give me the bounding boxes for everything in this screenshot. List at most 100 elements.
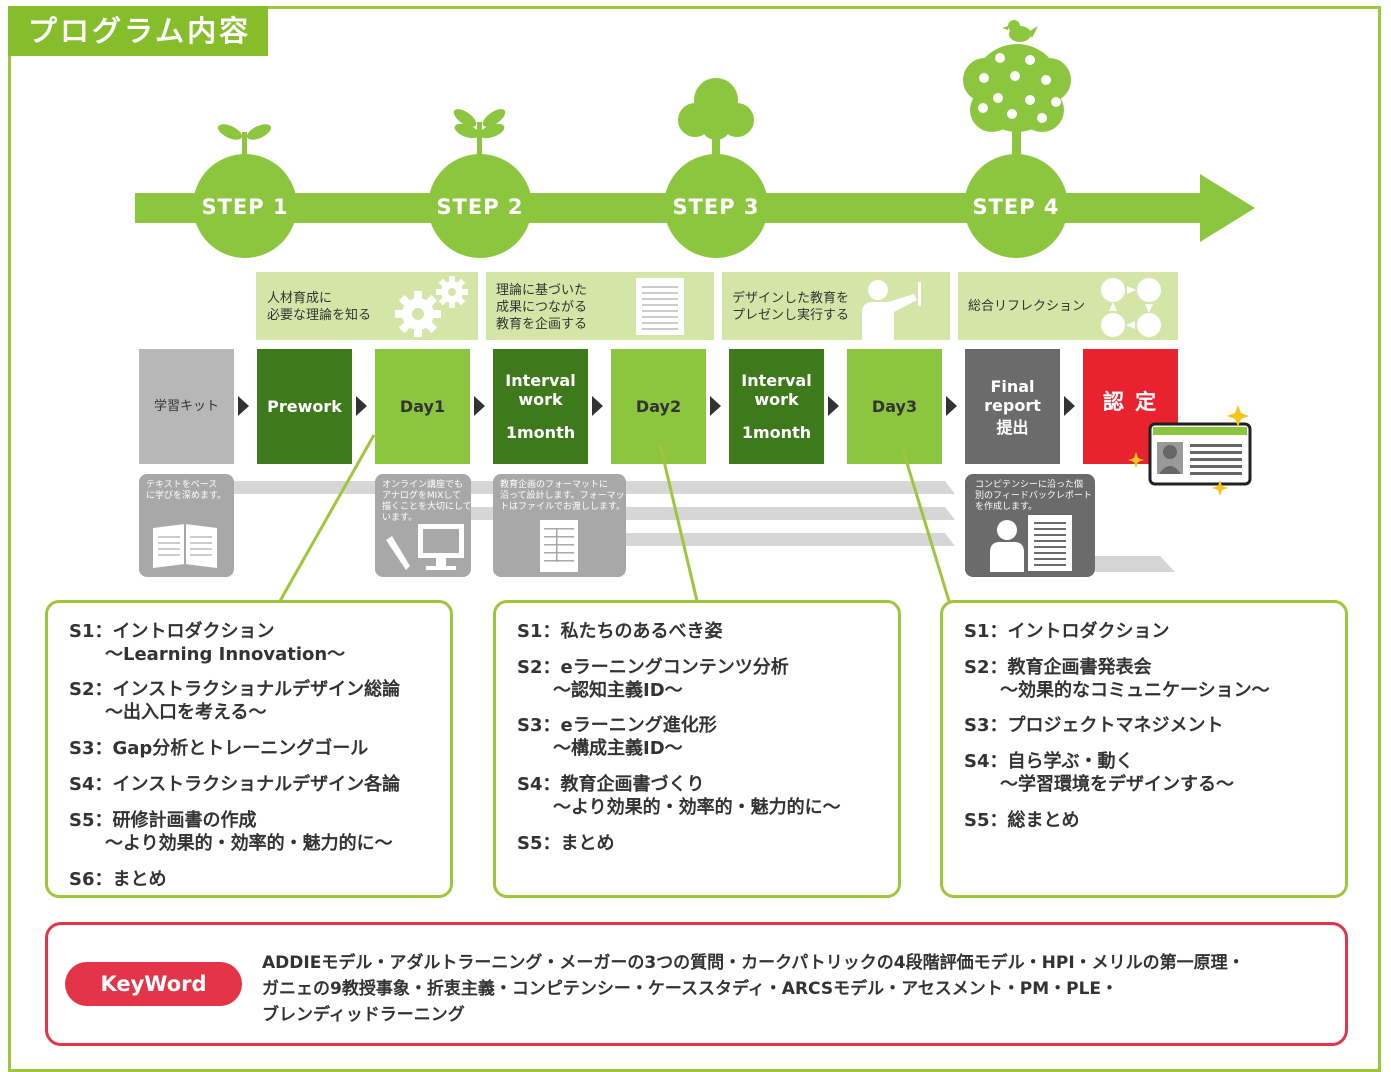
box-line: Day3 xyxy=(871,397,918,416)
certificate-icon xyxy=(1148,422,1252,486)
box-interval1 xyxy=(493,349,588,464)
box-interval2 xyxy=(729,349,824,464)
box-line: work xyxy=(754,390,799,409)
step4-label: STEP 4 xyxy=(972,195,1060,219)
tree-icon xyxy=(678,78,754,157)
box-day3-label: Day3 xyxy=(847,349,942,464)
note2-text: オンライン講座でも アナログをMIXして 描くことを大切にして います。 xyxy=(382,480,472,524)
outer-frame xyxy=(8,6,1381,1072)
box-line: 1month xyxy=(505,423,576,442)
keyword-line: ブレンディッドラーニング xyxy=(262,1005,465,1025)
step2-label: STEP 2 xyxy=(436,195,524,219)
page-title: プログラム内容 xyxy=(8,6,268,56)
phase4-text: 総合リフレクション xyxy=(968,298,1085,315)
flow-chevrons xyxy=(238,396,1075,416)
session-item: 〜効果的なコミュニケーション〜 xyxy=(964,680,1270,701)
note-line: に学びを深めます。 xyxy=(146,491,227,501)
box-line: 1month xyxy=(741,423,812,442)
phase1-text: 人材育成に 必要な理論を知る xyxy=(267,290,371,324)
sprout-icon xyxy=(217,124,272,157)
session-item: S5：研修計画書の作成 xyxy=(69,810,257,831)
box-final xyxy=(965,349,1060,464)
note-line: 教育企画のフォーマットに xyxy=(500,480,609,490)
book-icon xyxy=(153,524,217,568)
box-line: 認 定 xyxy=(1102,390,1159,414)
phase2-line: 成果につながる xyxy=(496,300,588,315)
phase3-line: デザインした教育を xyxy=(732,291,850,306)
box-kit xyxy=(139,349,234,464)
step4-circle xyxy=(964,154,1068,258)
note-line: コンピテンシーに沿った個 xyxy=(975,480,1084,490)
session-item: S3：Gap分析とトレーニングゴール xyxy=(69,738,369,759)
step3-label: STEP 3 xyxy=(672,195,760,219)
session-item: 〜構成主義ID〜 xyxy=(517,738,683,759)
report-icon xyxy=(990,515,1072,572)
session-box-day1: S1：イントロダクション 〜Learning Innovation〜 S2：イン… xyxy=(45,600,453,898)
box-line: Prework xyxy=(267,397,342,416)
cycle-icon xyxy=(1101,278,1161,337)
box-line: Day2 xyxy=(635,397,682,416)
box-day1-label: Day1 xyxy=(375,349,470,464)
box-certify-label: 認 定 xyxy=(1083,349,1178,464)
session-item: S2：インストラクショナルデザイン総論 xyxy=(69,679,401,700)
box-line: 提出 xyxy=(996,417,1029,437)
session-item: S2：教育企画書発表会 xyxy=(964,657,1152,678)
session-item: 〜より効果的・効率的・魅力的に〜 xyxy=(517,797,841,818)
note-line: オンライン講座でも xyxy=(382,480,464,490)
phase3-bg xyxy=(722,272,950,340)
sparkle-icon xyxy=(1128,405,1249,496)
box-line: report xyxy=(984,395,1041,415)
box-prework-label: Prework xyxy=(257,349,352,464)
step3-circle xyxy=(664,154,768,258)
step2-circle xyxy=(428,154,532,258)
note-line: テキストをベース xyxy=(146,480,218,490)
connector-lines xyxy=(278,434,951,602)
box-day3 xyxy=(847,349,942,464)
note-line: 別のフィードバックレポート xyxy=(975,491,1092,501)
step1-label: STEP 1 xyxy=(201,195,289,219)
phase2-text: 理論に基づいた 成果につながる 教育を企画する xyxy=(496,282,587,333)
session-box-day3: S1：イントロダクション S2：教育企画書発表会 〜効果的なコミュニケーション〜… xyxy=(940,600,1348,898)
box-final-label: Final report 提出 xyxy=(965,349,1060,464)
session-item: S3：プロジェクトマネジメント xyxy=(964,715,1224,736)
session-item: S5：総まとめ xyxy=(964,810,1080,831)
session-item: S1：私たちのあるべき姿 xyxy=(517,621,723,642)
keyword-line: ADDIEモデル・アダルトラーニング・メーガーの3つの質問・カークパトリックの4… xyxy=(262,953,1245,973)
session-item: 〜より効果的・効率的・魅力的に〜 xyxy=(69,833,393,854)
fruit-tree-icon xyxy=(963,44,1071,157)
session-item: 〜出入口を考える〜 xyxy=(69,702,267,723)
document-icon xyxy=(636,278,684,335)
box-day1 xyxy=(375,349,470,464)
box-line: Interval xyxy=(505,371,576,390)
session-item: S4：インストラクショナルデザイン各論 xyxy=(69,774,401,795)
session-item: S1：イントロダクション xyxy=(69,621,275,642)
note1-text: テキストをベース に学びを深めます。 xyxy=(146,480,226,502)
box-day2-label: Day2 xyxy=(611,349,706,464)
box-line: Day1 xyxy=(399,397,446,416)
note-line: アナログをMIXして xyxy=(382,491,462,501)
gears-icon xyxy=(395,276,468,337)
phase3-text: デザインした教育を プレゼンし実行する xyxy=(732,290,849,324)
box-day2 xyxy=(611,349,706,464)
phase3-line: プレゼンし実行する xyxy=(732,308,850,323)
session-item: S1：イントロダクション xyxy=(964,621,1170,642)
session-item: 〜Learning Innovation〜 xyxy=(69,644,346,665)
bird-icon xyxy=(1002,20,1038,42)
session-item: S4：自ら学ぶ・動く xyxy=(964,751,1134,772)
monitor-icon xyxy=(418,524,464,570)
note-line: トはファイルでお渡しします。 xyxy=(500,502,626,512)
step1-circle xyxy=(193,154,297,258)
session-item: S3：eラーニング進化形 xyxy=(517,715,717,736)
note-line: を作成します。 xyxy=(975,502,1038,512)
box-prework xyxy=(257,349,352,464)
box-interval2-label: Interval work 1month xyxy=(729,349,824,464)
session-item: S6：まとめ xyxy=(69,869,167,890)
phase1-line: 必要な理論を知る xyxy=(267,308,372,323)
note-line: います。 xyxy=(382,513,418,523)
keyword-box xyxy=(45,922,1348,1046)
pen-icon xyxy=(386,536,410,570)
box-interval1-label: Interval work 1month xyxy=(493,349,588,464)
box-kit-label: 学習キット xyxy=(139,349,234,464)
session-box-day2: S1：私たちのあるべき姿 S2：eラーニングコンテンツ分析 〜認知主義ID〜 S… xyxy=(493,600,901,898)
